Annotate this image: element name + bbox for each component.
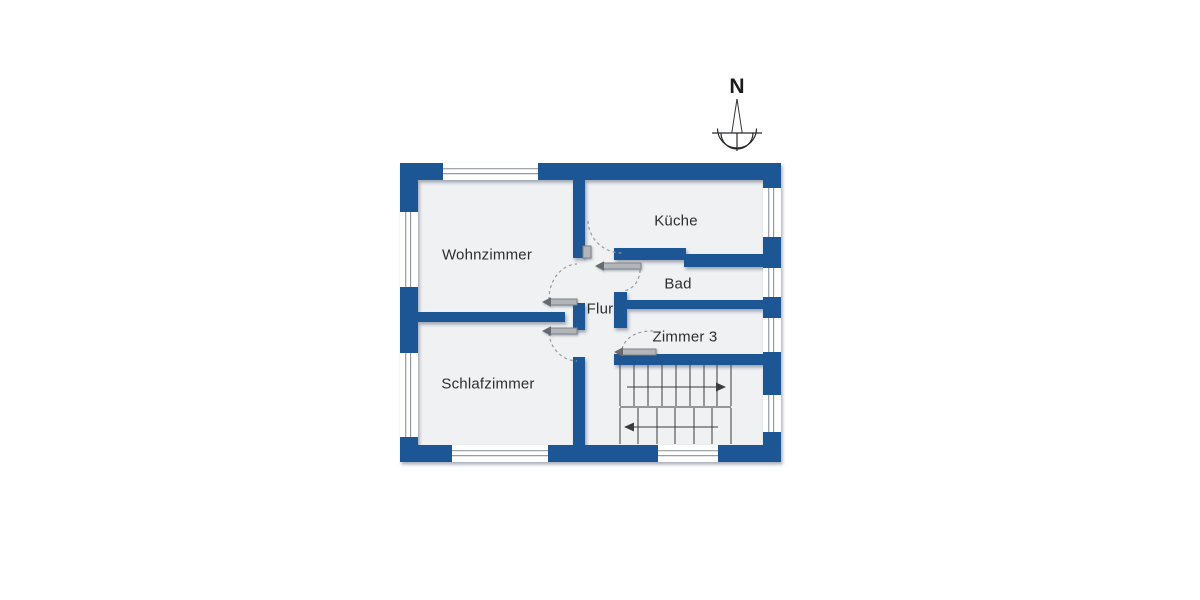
door-leaf-kueche <box>582 245 592 259</box>
compass-north-label: N <box>729 75 745 98</box>
window-right-stairs <box>763 395 781 432</box>
windows <box>400 163 781 462</box>
window-top-wohnzimmer <box>443 163 538 180</box>
door-arc-kueche <box>587 220 623 254</box>
wall-bad-bottom <box>627 300 763 309</box>
room-label-kueche: Küche <box>654 212 698 230</box>
interior-walls <box>418 180 763 445</box>
compass-needle <box>731 98 743 134</box>
room-label-bad: Bad <box>664 275 692 293</box>
room-label-flur: Flur <box>586 300 614 318</box>
door-leaves <box>542 245 657 357</box>
door-swing-arcs <box>548 220 657 362</box>
door-leaf-bad <box>595 261 642 271</box>
window-right-kueche <box>763 188 781 237</box>
door-arc-wohnzimmer <box>548 263 578 301</box>
wall-kueche-bottom-left <box>614 248 686 260</box>
wall-center-middle <box>573 303 585 330</box>
window-left-schlafzimmer <box>400 353 418 437</box>
wall-stairs-top <box>614 354 763 365</box>
compass-inner-arc <box>720 132 754 150</box>
stairs-lower-flight-treads <box>619 408 732 444</box>
room-label-wohnzimmer: Wohnzimmer <box>441 246 533 264</box>
stairs-upper-flight-treads <box>619 365 732 406</box>
door-leaf-wohnzimmer <box>542 297 578 307</box>
stairs <box>619 365 732 444</box>
compass-outer-arc <box>716 128 758 149</box>
door-arc-bad <box>622 269 641 292</box>
window-bottom-schlafzimmer <box>452 445 548 462</box>
wall-kueche-bottom-right <box>684 254 763 267</box>
window-bottom-stairs <box>658 445 718 462</box>
room-label-schlafzimmer: Schlafzimmer <box>441 375 535 393</box>
window-right-bad <box>763 268 781 297</box>
door-arc-schlafzimmer <box>548 332 578 362</box>
north-compass-icon <box>712 98 762 151</box>
window-right-zimmer3 <box>763 318 781 352</box>
wall-center-upper <box>573 180 585 258</box>
doors <box>542 220 657 362</box>
window-left-wohnzimmer <box>400 212 418 287</box>
wall-zimmer3-left <box>614 292 627 328</box>
wall-wohnzimmer-schlafzimmer <box>418 312 565 322</box>
stairs-down-arrow-icon <box>624 422 718 432</box>
wall-center-lower <box>573 357 585 445</box>
door-leaf-schlafzimmer <box>542 326 578 336</box>
stairs-up-arrow-icon <box>627 382 726 392</box>
room-label-zimmer3: Zimmer 3 <box>652 328 718 346</box>
door-arc-zimmer3 <box>621 330 657 350</box>
door-leaf-zimmer3 <box>614 347 657 357</box>
